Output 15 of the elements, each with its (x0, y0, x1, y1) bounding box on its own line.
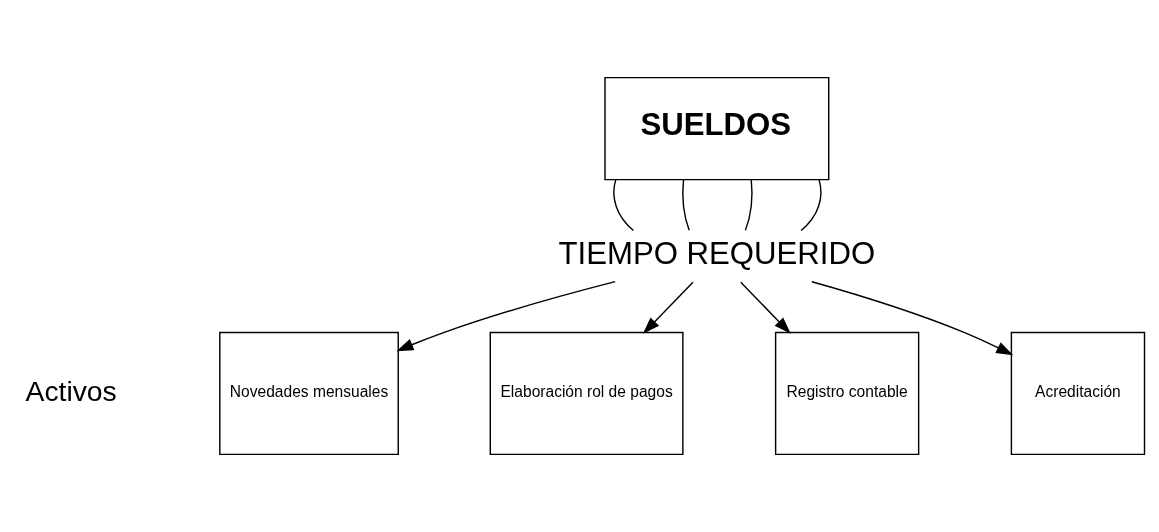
label: Activos (25, 374, 117, 407)
connector (744, 178, 753, 231)
node-box: Novedades mensuales (219, 331, 399, 456)
node-box: SUELDOS (604, 76, 830, 181)
node-text: TIEMPO REQUERIDO (558, 236, 876, 272)
arrow (811, 281, 1014, 356)
node-box: Registro contable (774, 331, 920, 456)
connector (613, 178, 635, 232)
arrow (642, 281, 694, 334)
connector (682, 178, 690, 231)
arrow (740, 281, 791, 334)
arrow (396, 280, 616, 352)
node-box: Elaboración rol de pagos (489, 331, 684, 456)
connector (800, 178, 822, 232)
node-box: Acreditación (1010, 331, 1146, 456)
